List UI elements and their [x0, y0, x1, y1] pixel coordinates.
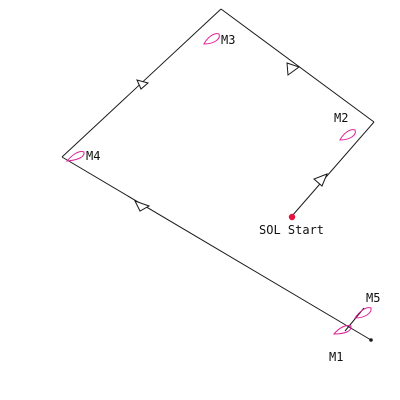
- mark-m2-icon: [339, 129, 356, 141]
- label-m2: M2: [334, 111, 348, 125]
- mark-m1-icon: [332, 325, 352, 335]
- label-m1: M1: [329, 350, 343, 364]
- course-leg-m2-m3: [220, 8, 375, 123]
- direction-arrow-icon: [286, 62, 301, 76]
- label-m3: M3: [221, 33, 235, 47]
- label-m4: M4: [86, 149, 100, 163]
- direction-arrow-icon: [136, 79, 150, 90]
- mark-m4-icon: [65, 151, 85, 162]
- course-leg-m4-m1: [61, 156, 372, 341]
- course-leg-start-m2: [291, 121, 375, 217]
- start-point-icon: [288, 213, 296, 221]
- finish-point-icon: [369, 338, 373, 342]
- label-start: SOL Start: [259, 223, 324, 237]
- mark-m3-icon: [203, 33, 220, 45]
- direction-arrow-icon: [133, 200, 151, 212]
- mark-m5-icon: [354, 307, 372, 319]
- label-m5: M5: [366, 291, 380, 305]
- direction-arrow-icon: [313, 173, 328, 187]
